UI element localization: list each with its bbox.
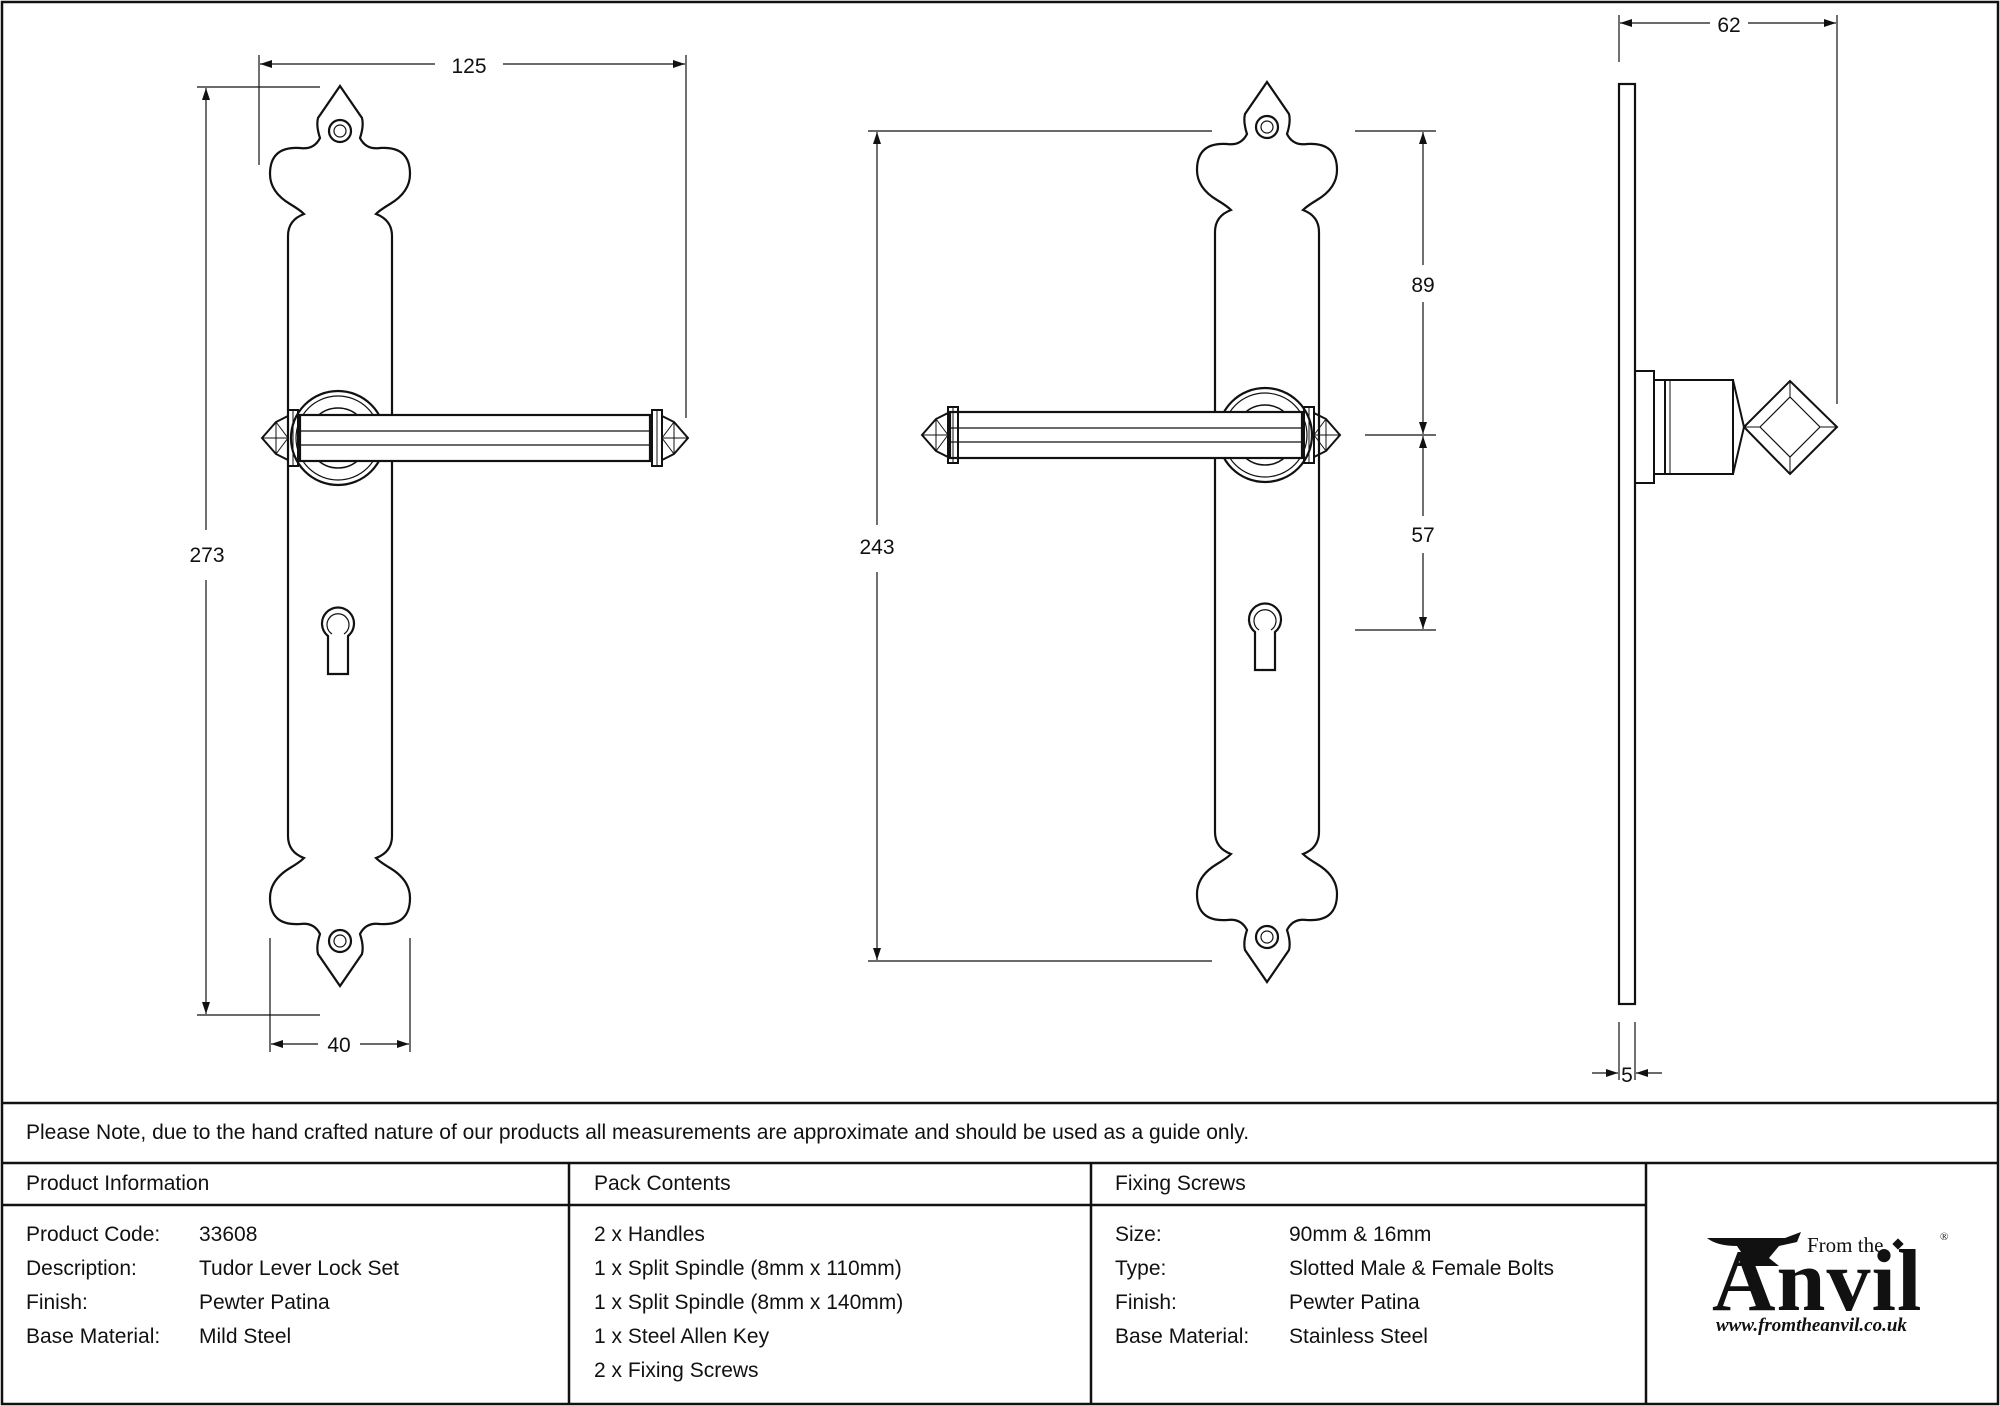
pack-contents-title: Pack Contents <box>594 1172 731 1195</box>
table-row: Type: Slotted Male & Female Bolts <box>1115 1252 1635 1286</box>
row-label: Product Code: <box>26 1223 161 1246</box>
svg-text:57: 57 <box>1411 524 1434 547</box>
fixing-screws-title: Fixing Screws <box>1115 1172 1246 1195</box>
svg-text:243: 243 <box>859 536 894 559</box>
row-value: Tudor Lever Lock Set <box>199 1257 399 1280</box>
row-label: Description: <box>26 1257 137 1280</box>
table-row: Size: 90mm & 16mm <box>1115 1218 1635 1252</box>
dim-front-width: 125 <box>258 55 687 418</box>
dim-side-projection: 62 <box>1618 14 1838 404</box>
svg-text:5: 5 <box>1621 1064 1633 1087</box>
row-label: Finish: <box>1115 1291 1177 1314</box>
dim-front-height: 273 <box>189 86 320 1016</box>
table-row: Finish: Pewter Patina <box>26 1286 556 1320</box>
svg-text:125: 125 <box>451 55 486 78</box>
table-row: Description: Tudor Lever Lock Set <box>26 1252 556 1286</box>
row-value: Pewter Patina <box>1289 1291 1420 1314</box>
from-the-anvil-logo: From the ® Anvil www.fromtheanvil.co.uk <box>1700 1215 1960 1365</box>
logo-url: www.fromtheanvil.co.uk <box>1716 1315 1907 1336</box>
svg-text:273: 273 <box>189 544 224 567</box>
logo-registered: ® <box>1940 1231 1949 1243</box>
row-value: 33608 <box>199 1223 258 1246</box>
logo-from-the: From the <box>1807 1233 1884 1257</box>
row-value: Slotted Male & Female Bolts <box>1289 1257 1554 1280</box>
row-label: Finish: <box>26 1291 88 1314</box>
dim-upper-lower: 89 57 <box>1355 130 1436 631</box>
list-item: 1 x Split Spindle (8mm x 140mm) <box>594 1291 904 1314</box>
table-row: Product Code: 33608 <box>26 1218 556 1252</box>
svg-text:40: 40 <box>327 1034 350 1057</box>
product-info-title: Product Information <box>26 1172 210 1195</box>
table-row: Base Material: Stainless Steel <box>1115 1320 1635 1354</box>
row-label: Type: <box>1115 1257 1167 1280</box>
list-item: 1 x Split Spindle (8mm x 110mm) <box>594 1257 902 1280</box>
info-table-grid <box>2 1101 1998 1404</box>
svg-text:62: 62 <box>1717 14 1740 37</box>
row-value: Pewter Patina <box>199 1291 330 1314</box>
table-row: Base Material: Mild Steel <box>26 1320 556 1354</box>
row-label: Size: <box>1115 1223 1162 1246</box>
svg-text:89: 89 <box>1411 274 1434 297</box>
row-value: Mild Steel <box>199 1325 292 1348</box>
list-item: 2 x Handles <box>594 1223 705 1246</box>
row-label: Base Material: <box>26 1325 161 1348</box>
dim-side-thickness: 5 <box>1592 1022 1662 1087</box>
dim-fixing-centres: 243 <box>859 130 1212 962</box>
row-value: Stainless Steel <box>1289 1325 1428 1348</box>
anvil-icon <box>1707 1232 1801 1266</box>
row-label: Base Material: <box>1115 1325 1250 1348</box>
front-view-left <box>261 84 689 988</box>
dim-plate-width: 40 <box>269 938 411 1057</box>
table-row: Finish: Pewter Patina <box>1115 1286 1635 1320</box>
logo-anvil: Anvil <box>1712 1233 1923 1330</box>
list-item: 2 x Fixing Screws <box>594 1359 759 1382</box>
disclaimer-note: Please Note, due to the hand crafted nat… <box>26 1121 1250 1144</box>
list-item: 1 x Steel Allen Key <box>594 1325 770 1348</box>
side-view <box>1617 82 1839 1006</box>
row-value: 90mm & 16mm <box>1289 1223 1432 1246</box>
front-view-right <box>921 80 1341 984</box>
